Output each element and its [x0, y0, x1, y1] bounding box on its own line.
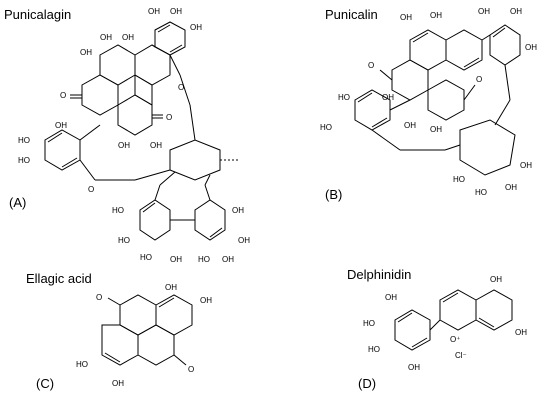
- atom-label: OH: [515, 328, 527, 337]
- atom-label: O: [178, 83, 184, 92]
- panel-label-a: (A): [9, 195, 27, 210]
- atom-label: OH: [118, 141, 130, 150]
- atom-label: OH: [478, 7, 490, 16]
- atom-label: HO: [368, 345, 380, 354]
- structure-punicalagin: OH OH OH OH OH OH O O O OH HO HO OH OH O…: [18, 7, 250, 264]
- atom-label: HO: [18, 156, 30, 165]
- atom-label: O⁺: [450, 335, 460, 344]
- atom-label: OH: [382, 93, 394, 102]
- atom-label: OH: [190, 23, 202, 32]
- atom-label: OH: [170, 255, 182, 264]
- atom-label: OH: [232, 206, 244, 215]
- atom-label: OH: [165, 283, 177, 292]
- atom-label: HO: [338, 93, 350, 102]
- panel-label-b: (B): [325, 187, 343, 202]
- atom-label: O: [368, 61, 374, 70]
- title-punicalagin: Punicalagin: [4, 7, 72, 22]
- atom-label: OH: [505, 183, 517, 192]
- atom-label: Cl⁻: [455, 351, 467, 360]
- atom-label: HO: [475, 188, 487, 197]
- atom-label: HO: [112, 206, 124, 215]
- atom-label: OH: [200, 296, 212, 305]
- atom-label: HO: [198, 255, 210, 264]
- atom-label: O: [188, 365, 194, 374]
- title-delphinidin: Delphinidin: [347, 267, 412, 282]
- atom-label: HO: [18, 136, 30, 145]
- atom-label: OH: [122, 33, 134, 42]
- panel-label-c: (C): [36, 376, 55, 391]
- atom-label: HO: [453, 175, 465, 184]
- atom-label: OH: [430, 11, 442, 20]
- structure-ellagic-acid: O O OH OH HO OH: [76, 283, 212, 388]
- atom-label: O: [476, 75, 482, 84]
- title-punicalin: Punicalin: [325, 7, 378, 22]
- atom-label: OH: [100, 33, 112, 42]
- atom-label: HO: [118, 236, 130, 245]
- atom-label: OH: [80, 48, 92, 57]
- atom-label: OH: [404, 121, 416, 130]
- atom-label: HO: [320, 123, 332, 132]
- atom-label: O: [96, 293, 102, 302]
- atom-label: OH: [238, 236, 250, 245]
- atom-label: OH: [400, 13, 412, 22]
- atom-label: OH: [525, 43, 537, 52]
- atom-label: HO: [76, 360, 88, 369]
- atom-label: OH: [148, 7, 160, 16]
- atom-label: OH: [385, 293, 397, 302]
- atom-label: O: [88, 185, 94, 194]
- atom-label: OH: [430, 125, 442, 134]
- atom-label: OH: [112, 379, 124, 388]
- atom-label: HO: [140, 253, 152, 262]
- atom-label: OH: [520, 161, 532, 170]
- title-ellagic-acid: Ellagic acid: [26, 271, 92, 286]
- panel-label-d: (D): [358, 376, 377, 391]
- atom-label: OH: [490, 275, 502, 284]
- atom-label: OH: [150, 141, 162, 150]
- atom-label: OH: [408, 363, 420, 372]
- atom-label: OH: [510, 7, 522, 16]
- atom-label: O: [60, 91, 66, 100]
- atom-label: HO: [363, 319, 375, 328]
- atom-label: OH: [222, 255, 234, 264]
- structure-delphinidin: OH OH HO HO OH O⁺ Cl⁻ OH: [363, 275, 527, 372]
- atom-label: OH: [55, 121, 67, 130]
- atom-label: OH: [170, 7, 182, 16]
- structure-punicalin: OH OH OH OH OH O O HO HO OH OH OH HO HO …: [320, 7, 537, 197]
- atom-label: O: [166, 113, 172, 122]
